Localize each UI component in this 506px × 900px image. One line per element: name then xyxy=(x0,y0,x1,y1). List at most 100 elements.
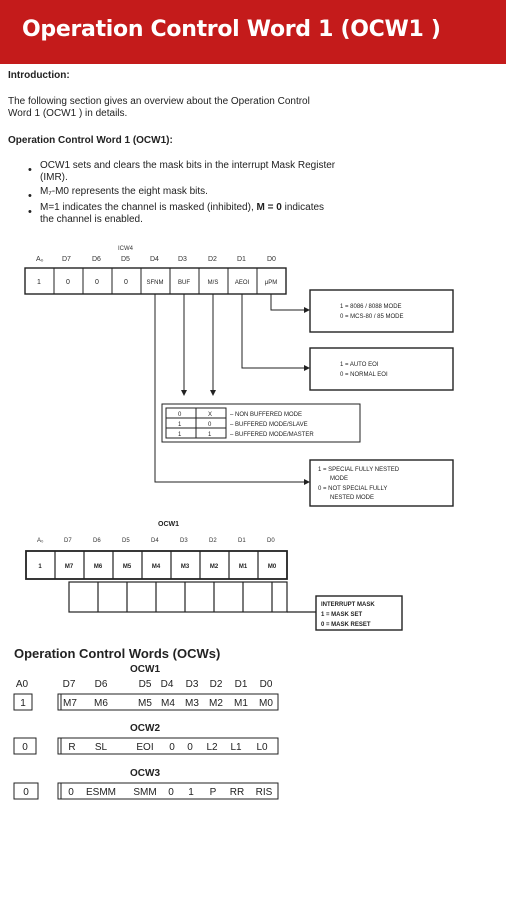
ocw2-bit: L1 xyxy=(230,742,242,753)
icw4-diagram: ICW4 A₀ D7 D6 D5 D4 D3 D2 D1 D0 1 0 0 0 … xyxy=(24,246,454,507)
bit-label: D6 xyxy=(93,538,101,544)
buf-desc: – BUFFERED MODE/MASTER xyxy=(230,432,314,438)
page-title: Operation Control Word 1 (OCW1 ) xyxy=(22,17,441,42)
col-label: D6 xyxy=(95,679,108,690)
ocw3-bit: RR xyxy=(230,787,244,798)
ocw2-bit: EOI xyxy=(136,742,153,753)
app-header: Operation Control Word 1 (OCW1 ) xyxy=(0,0,506,64)
buf-cell: 0 xyxy=(178,412,182,418)
register-cell: 1 xyxy=(37,279,41,286)
bit-label: D0 xyxy=(267,256,276,263)
sfnm-option: MODE xyxy=(330,476,348,482)
bit-label: D3 xyxy=(180,538,188,544)
ocw3-bit: 0 xyxy=(168,787,174,798)
bullet-1-line-2: (IMR). xyxy=(40,172,68,183)
ocw2-bit: R xyxy=(68,742,75,753)
bit-label: D5 xyxy=(122,538,130,544)
buf-desc: – BUFFERED MODE/SLAVE xyxy=(230,422,308,428)
bit-label: D4 xyxy=(150,256,159,263)
ocws-heading: Operation Control Words (OCWs) xyxy=(14,646,220,661)
buf-cell: 1 xyxy=(208,432,212,438)
icw4-title: ICW4 xyxy=(118,246,134,252)
ocw3-row-label: OCW3 xyxy=(130,768,160,779)
eoi-option-0: 0 = NORMAL EOI xyxy=(340,372,388,378)
register-cell: M5 xyxy=(123,564,132,570)
buf-cell: 0 xyxy=(208,422,212,428)
ocw1-a0: 1 xyxy=(20,698,26,709)
ocw2-bit: L2 xyxy=(206,742,218,753)
col-label: D5 xyxy=(139,679,152,690)
bit-label: D1 xyxy=(238,538,246,544)
ocw1-bit: M4 xyxy=(161,698,175,709)
col-label: D1 xyxy=(235,679,248,690)
ocw1-bit: M6 xyxy=(94,698,108,709)
bullet-1-line-1: OCW1 sets and clears the mask bits in th… xyxy=(40,160,336,171)
register-cell: 0 xyxy=(124,279,128,286)
register-cell: M3 xyxy=(181,564,190,570)
mask-reset: 0 = MASK RESET xyxy=(321,622,371,628)
mode-option-1: 1 = 8086 / 8088 MODE xyxy=(340,304,402,310)
intro-heading: Introduction: xyxy=(8,70,70,81)
intro-line-2: Word 1 (OCW1 ) in details. xyxy=(8,108,128,119)
ocw3-bit: 0 xyxy=(68,787,74,798)
a0-label: A0 xyxy=(16,679,29,690)
register-cell: M4 xyxy=(152,564,161,570)
intro-line-1: The following section gives an overview … xyxy=(8,96,310,107)
register-cell: μPM xyxy=(265,280,277,286)
ocw1-bit: M5 xyxy=(138,698,152,709)
register-cell: M/S xyxy=(208,280,219,286)
bit-label: D7 xyxy=(62,256,71,263)
bullet-2: M₇-M0 represents the eight mask bits. xyxy=(40,186,208,197)
bit-label: D1 xyxy=(237,256,246,263)
eoi-option-1: 1 = AUTO EOI xyxy=(340,362,379,368)
register-cell: SFNM xyxy=(147,280,164,286)
register-cell: M1 xyxy=(239,564,248,570)
ocw3-bit: ESMM xyxy=(86,787,116,798)
ocw1-bit: M3 xyxy=(185,698,199,709)
sfnm-option: NESTED MODE xyxy=(330,495,374,501)
bit-label: D2 xyxy=(209,538,217,544)
bit-label: D2 xyxy=(208,256,217,263)
bullet-icon xyxy=(28,186,34,192)
register-cell: M7 xyxy=(65,564,74,570)
col-label: D3 xyxy=(186,679,199,690)
ocw1-diagram-title: OCW1 xyxy=(158,521,179,528)
ocw2-bit: 0 xyxy=(169,742,175,753)
buf-cell: X xyxy=(208,412,212,418)
ocws-table: Operation Control Words (OCWs) OCW1 A0 D… xyxy=(13,646,279,800)
mode-option-0: 0 = MCS-80 / 85 MODE xyxy=(340,314,404,320)
ocw2-bit: L0 xyxy=(256,742,268,753)
ocw3-bit: 1 xyxy=(188,787,194,798)
register-cell: AEOI xyxy=(235,280,250,286)
register-cell: BUF xyxy=(178,280,190,286)
register-cell: M0 xyxy=(268,564,277,570)
ocw2-row-label: OCW2 xyxy=(130,723,160,734)
ocw1-bit: M7 xyxy=(63,698,77,709)
bit-label: D6 xyxy=(92,256,101,263)
bullet-3-line-2: the channel is enabled. xyxy=(40,214,143,225)
bit-label: D3 xyxy=(178,256,187,263)
ocw1-bit: M2 xyxy=(209,698,223,709)
register-cell: M2 xyxy=(210,564,219,570)
bit-label: D5 xyxy=(121,256,130,263)
ocw3-a0: 0 xyxy=(23,787,29,798)
sfnm-option: 0 = NOT SPECIAL FULLY xyxy=(318,486,387,492)
col-label: D0 xyxy=(260,679,273,690)
ocw2-bit: SL xyxy=(95,742,108,753)
ocw2-bit: 0 xyxy=(187,742,193,753)
bit-label: A₀ xyxy=(37,538,44,544)
col-label: D4 xyxy=(161,679,174,690)
mask-set: 1 = MASK SET xyxy=(321,612,363,618)
ocw3-bit: P xyxy=(210,787,217,798)
register-cell: M6 xyxy=(94,564,103,570)
bullet-icon xyxy=(28,202,34,208)
buf-cell: 1 xyxy=(178,422,182,428)
mask-title: INTERRUPT MASK xyxy=(321,602,375,608)
bit-label: D0 xyxy=(267,538,275,544)
bullet-3-line-1: M=1 indicates the channel is masked (inh… xyxy=(40,202,325,213)
register-cell: 0 xyxy=(66,279,70,286)
ocw3-bit: RIS xyxy=(256,787,273,798)
ocw1-diagram: OCW1 A₀ D7 D6 D5 D4 D3 D2 D1 D0 1 M7 M6 … xyxy=(25,521,403,631)
ocw1-row-label: OCW1 xyxy=(130,664,160,675)
bit-label: A₀ xyxy=(36,256,44,263)
